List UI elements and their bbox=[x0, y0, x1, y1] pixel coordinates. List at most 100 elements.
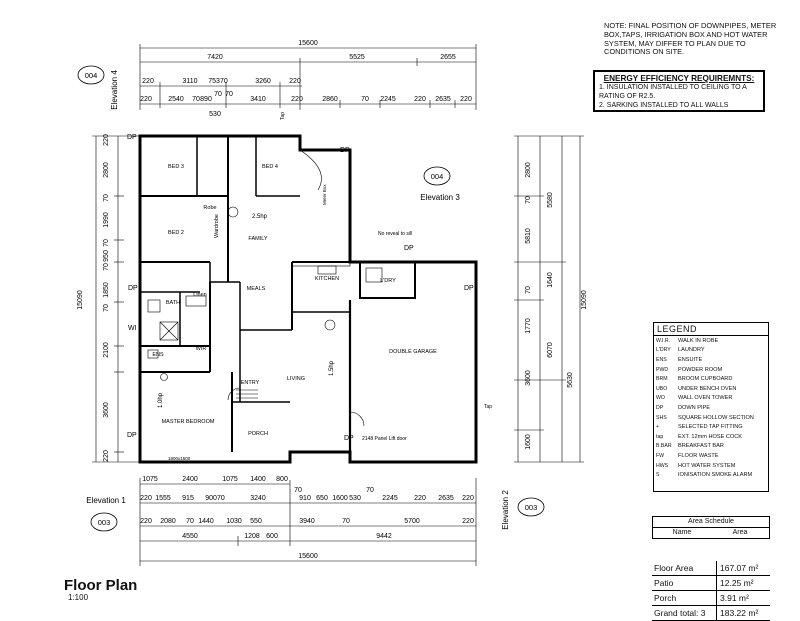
energy-item-2: 2. SARKING INSTALLED TO ALL WALLS bbox=[599, 102, 729, 109]
legend-desc: ENSUITE bbox=[678, 356, 703, 363]
area-row-value: 12.25 m² bbox=[716, 576, 770, 590]
dim-bot-r1-3: 1400 bbox=[250, 476, 266, 483]
legend-code: B.BAR bbox=[656, 443, 672, 450]
legend-desc: IONISATION SMOKE ALARM bbox=[678, 472, 753, 479]
elev3-label: Elevation 3 bbox=[420, 193, 460, 202]
legend-code: BRM bbox=[656, 376, 668, 383]
legend-desc: LAUNDRY bbox=[678, 347, 705, 354]
dim-bot-r2-7: 650 bbox=[316, 495, 328, 502]
dp-tag-2: DP bbox=[340, 147, 350, 154]
area-row-value: 3.91 m² bbox=[716, 591, 770, 605]
dim-top-b: 5525 bbox=[349, 54, 365, 61]
floor-plan-drawing: 15600 7420 5525 2655 220 3110 75370 3260… bbox=[77, 40, 588, 566]
elev4-code: 004 bbox=[85, 71, 98, 80]
dp-tag-1: DP bbox=[127, 134, 137, 141]
building-walls bbox=[138, 134, 478, 464]
legend-desc: BROOM CUPBOARD bbox=[678, 376, 733, 383]
room-master: MASTER BEDROOM bbox=[162, 419, 215, 425]
dim-bot-r4-1: 1208 bbox=[244, 533, 260, 540]
area-title: Area Schedule bbox=[652, 516, 770, 528]
energy-item-1: 1. INSULATION INSTALLED TO CEILING TO A … bbox=[599, 84, 747, 100]
dim-bot-r2-1: 1555 bbox=[155, 495, 171, 502]
legend-desc: WALK IN ROBE bbox=[678, 337, 719, 344]
elev4-label: Elevation 4 bbox=[110, 70, 119, 110]
legend-code: L'DRY bbox=[656, 347, 671, 354]
dim-top-overall: 15600 bbox=[298, 40, 318, 47]
dim-left-7: 1850 bbox=[103, 282, 110, 298]
dim-top-r3-8: 2860 bbox=[322, 96, 338, 103]
dim-top-a: 7420 bbox=[207, 54, 223, 61]
dim-left-4: 70 bbox=[103, 239, 110, 247]
room-linen: Linen bbox=[193, 292, 206, 298]
legend-code: PWD bbox=[656, 366, 669, 373]
room-living: LIVING bbox=[287, 376, 305, 382]
dim-bot-r4-0: 4550 bbox=[182, 533, 198, 540]
legend-code: W.I.R. bbox=[656, 337, 671, 344]
legend-item: S IONISATION SMOKE ALARM bbox=[654, 470, 768, 480]
legend-code: S bbox=[656, 472, 660, 479]
dim-bot-r2-8: 1600 bbox=[332, 495, 348, 502]
dim-bot-r2-12: 220 bbox=[414, 495, 426, 502]
dim-right-outer-0: 5580 bbox=[547, 192, 554, 208]
dim-bot-r2-10: 70 bbox=[366, 487, 374, 494]
dim-top-r3-10: 2245 bbox=[380, 96, 396, 103]
dim-bot-r1-1: 2400 bbox=[182, 476, 198, 483]
dim-bot-r2-0: 220 bbox=[140, 495, 152, 502]
energy-efficiency-box: ENERGY EFFICIENCY REQUIREMNTS: 1. INSULA… bbox=[593, 70, 765, 112]
dim-right-1: 70 bbox=[525, 196, 532, 204]
dim-bot-r3-5: 550 bbox=[250, 518, 262, 525]
area-header-name: Name bbox=[672, 529, 692, 536]
dim-left-10: 3600 bbox=[103, 402, 110, 418]
legend-code: SHS bbox=[656, 414, 667, 421]
dim-top-r3-2: 70 bbox=[192, 96, 200, 103]
dim-top-530: 530 bbox=[209, 111, 221, 118]
elevation-tag-1: Elevation 1 003 bbox=[86, 496, 126, 532]
dim-bot-r2-5: 70 bbox=[294, 487, 302, 494]
legend-title: LEGEND bbox=[654, 323, 768, 336]
site-note: Note: FINAL POSITION OF DOWNPIPES, METER… bbox=[604, 21, 777, 57]
dim-bot-r3-8: 5700 bbox=[404, 518, 420, 525]
dim-right-6: 1600 bbox=[525, 434, 532, 450]
dim-bot-r2-14: 220 bbox=[462, 495, 474, 502]
legend-desc: POWDER ROOM bbox=[678, 366, 723, 373]
dim-bot-r2-4: 3240 bbox=[250, 495, 266, 502]
plan-title: Floor Plan bbox=[64, 577, 138, 594]
room-robe: Robe bbox=[203, 205, 216, 211]
dim-bot-r1-2: 1075 bbox=[222, 476, 238, 483]
legend-desc: UNDER BENCH OVEN bbox=[678, 385, 737, 392]
dim-bot-r3-3: 1440 bbox=[198, 518, 214, 525]
hp-master: 1.0hp bbox=[158, 392, 164, 408]
dim-left-1: 2800 bbox=[103, 162, 110, 178]
legend-code: ENS bbox=[656, 356, 667, 363]
dim-left-9: 2100 bbox=[103, 342, 110, 358]
dim-bot-r2-13: 2635 bbox=[438, 495, 454, 502]
dim-left-2: 70 bbox=[103, 194, 110, 202]
dim-bot-r4-2: 600 bbox=[266, 533, 278, 540]
legend-desc: SELECTED TAP FITTING bbox=[678, 424, 743, 431]
dp-tag-3: DP bbox=[128, 285, 138, 292]
legend-code: WO bbox=[656, 395, 665, 402]
tap-tag-top: Tap bbox=[280, 112, 286, 120]
dim-top-r2-4: 220 bbox=[289, 78, 301, 85]
legend-code: + bbox=[656, 424, 660, 431]
legend-code: DP bbox=[656, 404, 664, 411]
elev1-label: Elevation 1 bbox=[86, 496, 126, 505]
legend-rows: W.I.R. WALK IN ROBE L'DRY LAUNDRY ENS ENSUITE… bbox=[654, 336, 768, 480]
legend-desc: WALL OVEN TOWER bbox=[678, 395, 733, 402]
dim-top-r3-6: 3410 bbox=[250, 96, 266, 103]
dim-top-r3-4: 70 bbox=[214, 91, 222, 98]
no-reveal-note: No reveal to sill bbox=[378, 231, 412, 237]
elev2-code: 003 bbox=[525, 503, 538, 512]
fixtures bbox=[147, 149, 383, 427]
dim-bot-r4-3: 9442 bbox=[376, 533, 392, 540]
right-dimension-lines bbox=[514, 135, 584, 463]
dim-top-r3-5: 70 bbox=[225, 91, 233, 98]
